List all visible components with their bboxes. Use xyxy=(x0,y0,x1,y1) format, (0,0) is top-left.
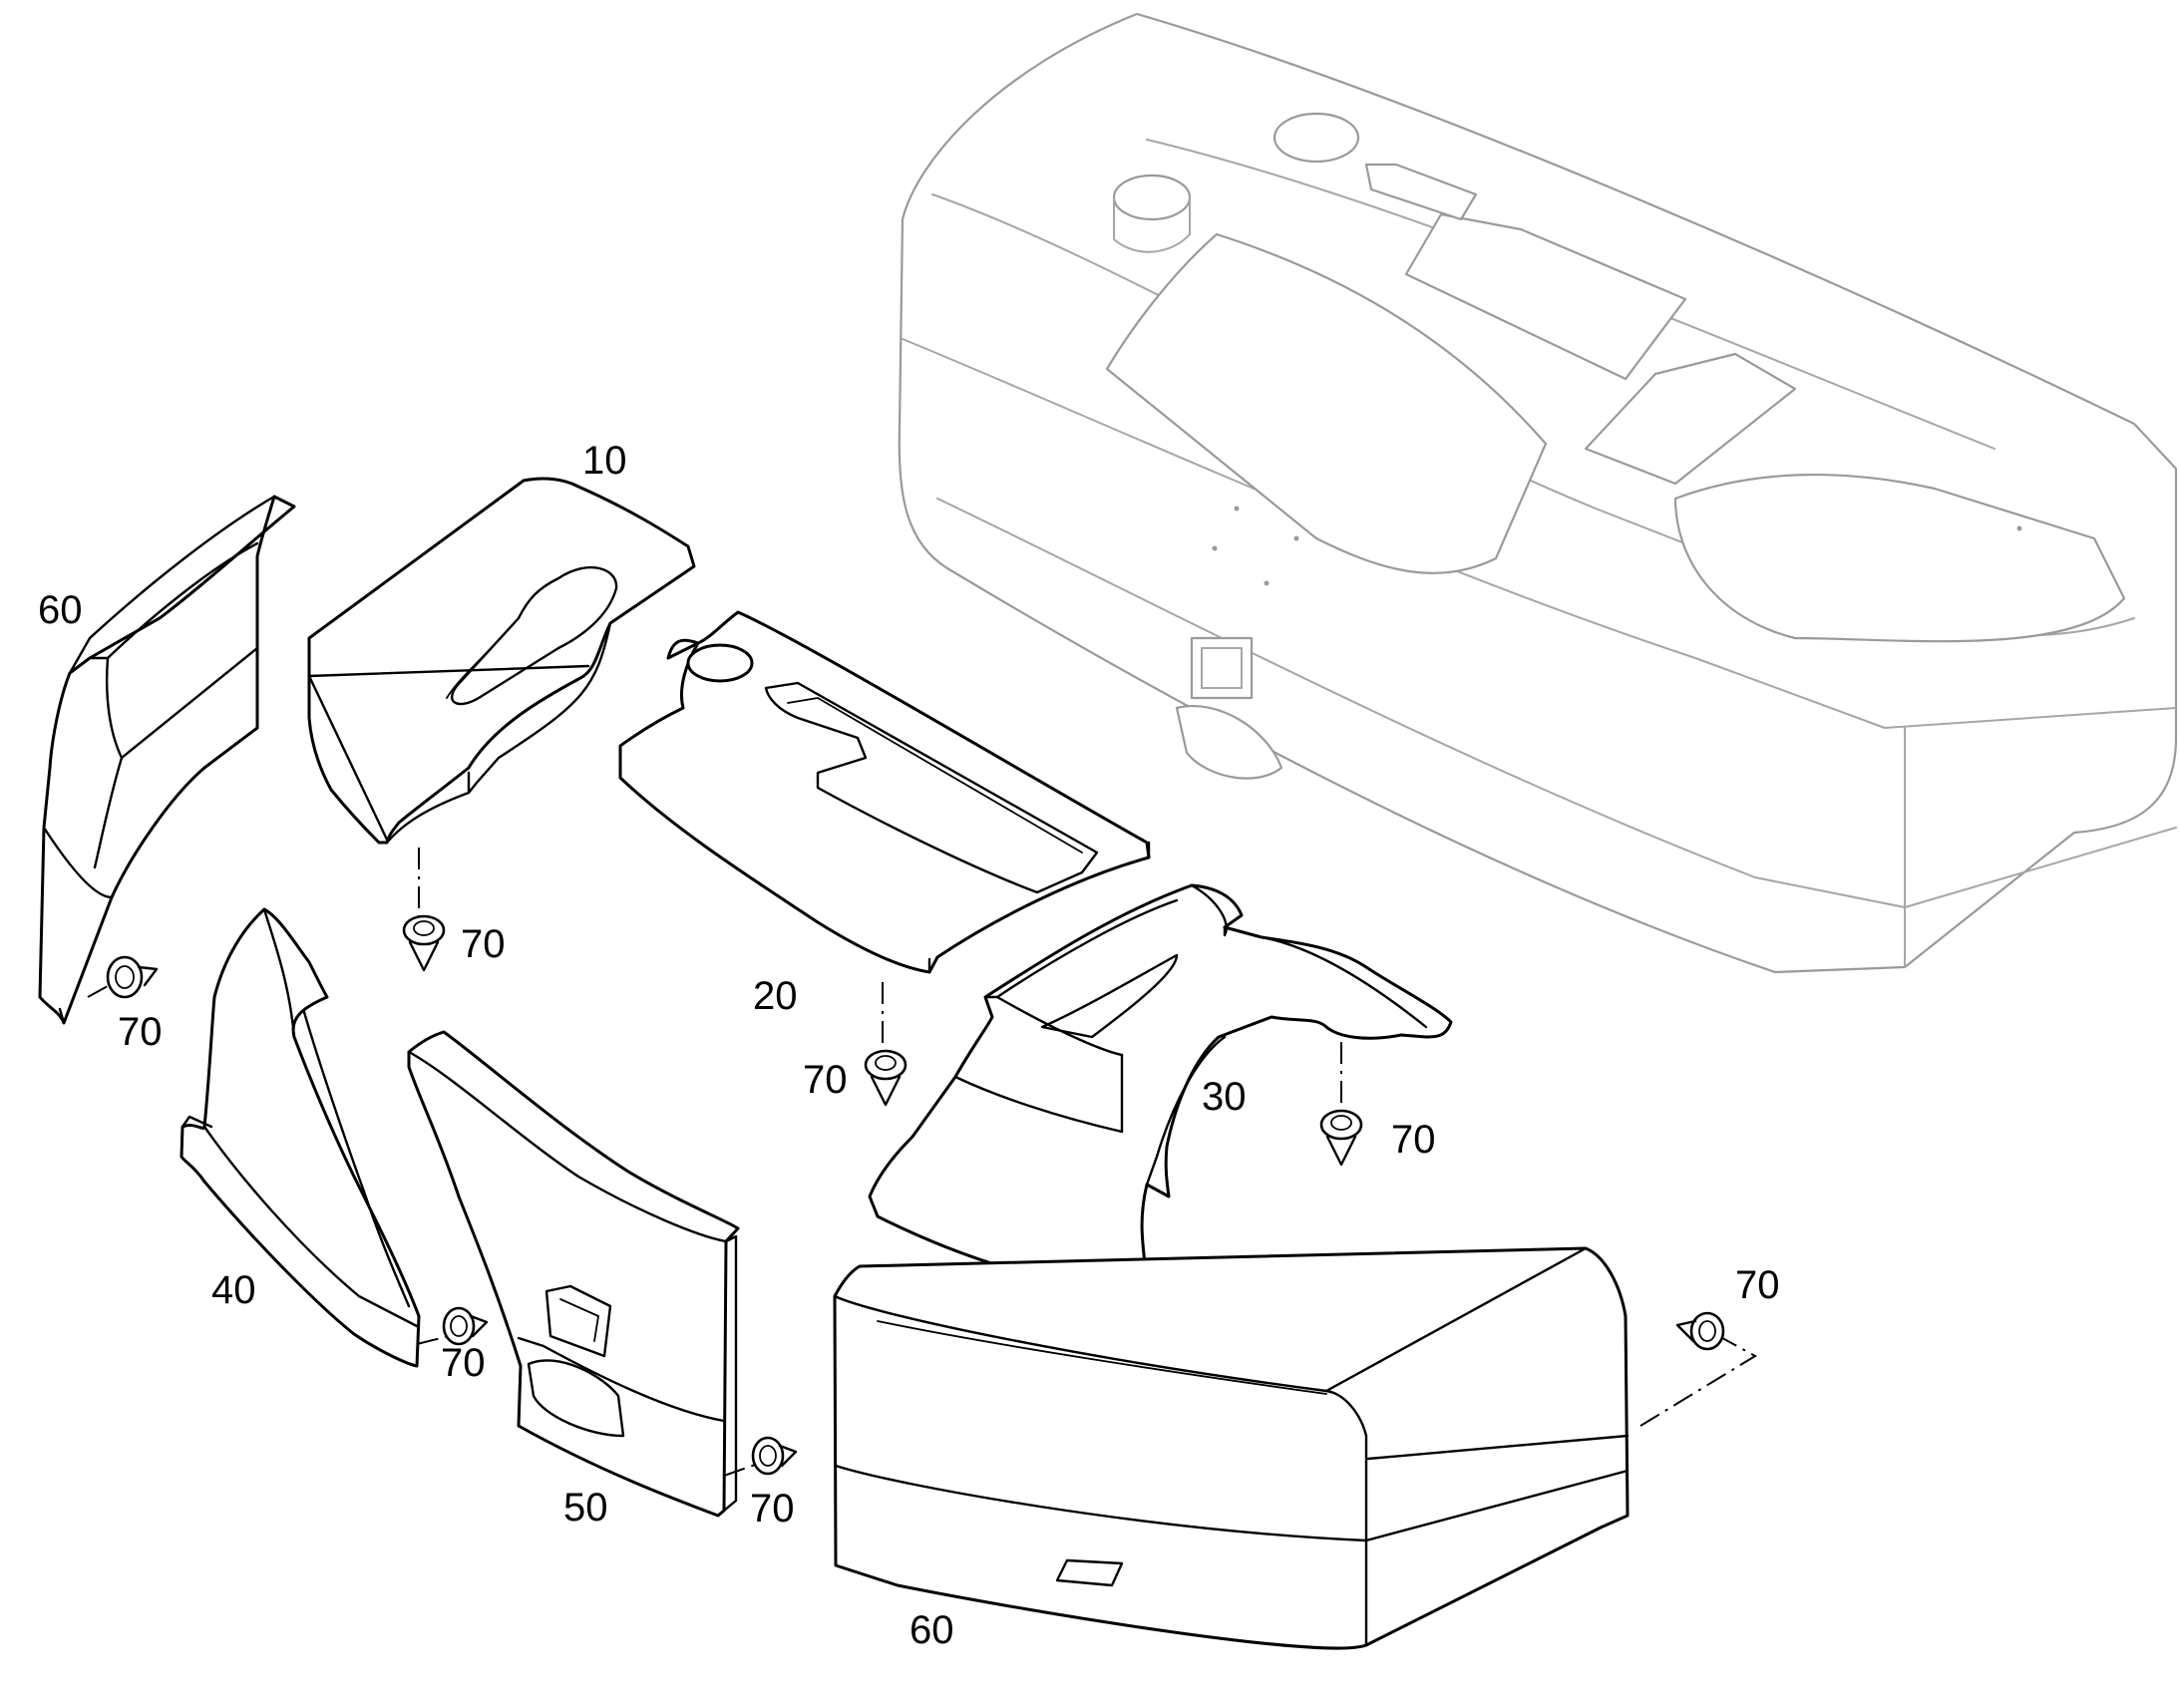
label-fastener-70-b: 70 xyxy=(118,1010,163,1054)
label-fastener-70-g: 70 xyxy=(750,1487,795,1531)
part-40-side-cover xyxy=(180,907,421,1368)
label-part-20: 20 xyxy=(753,974,798,1018)
part-60-front-panel xyxy=(833,1246,1630,1650)
label-fastener-70-e: 70 xyxy=(1735,1263,1780,1307)
label-fastener-70-c: 70 xyxy=(803,1058,848,1102)
label-fastener-70-f: 70 xyxy=(441,1341,486,1385)
label-part-30: 30 xyxy=(1202,1075,1247,1119)
fastener-70-clips xyxy=(106,914,1725,1476)
clip-below-part-20 xyxy=(864,1049,908,1107)
leader-lines xyxy=(87,848,1757,1477)
callout-labels: 10 60 20 30 40 50 60 70 70 70 70 70 70 7… xyxy=(38,439,1780,1652)
part-60-left-panel xyxy=(38,495,296,1025)
part-20-plate xyxy=(618,610,1151,974)
label-part-60-front: 60 xyxy=(909,1608,954,1652)
label-part-10: 10 xyxy=(582,439,627,483)
clip-near-part-50 xyxy=(751,1436,798,1476)
part-10-top-panel xyxy=(307,477,696,845)
clip-near-part-60-front xyxy=(1675,1311,1725,1351)
label-fastener-70-d: 70 xyxy=(1391,1118,1436,1162)
label-part-40: 40 xyxy=(211,1268,256,1312)
clip-below-part-10 xyxy=(402,914,446,972)
assembled-housing-reference xyxy=(898,12,2178,974)
label-part-50: 50 xyxy=(563,1486,608,1530)
part-30-center-bracket xyxy=(868,883,1453,1290)
label-fastener-70-a: 70 xyxy=(461,922,506,966)
part-50-window-cover xyxy=(407,1030,740,1518)
clip-near-part-60-left xyxy=(106,955,159,999)
clip-near-part-40 xyxy=(442,1306,489,1346)
label-part-60-left: 60 xyxy=(38,588,83,632)
clip-below-part-30 xyxy=(1319,1109,1363,1167)
